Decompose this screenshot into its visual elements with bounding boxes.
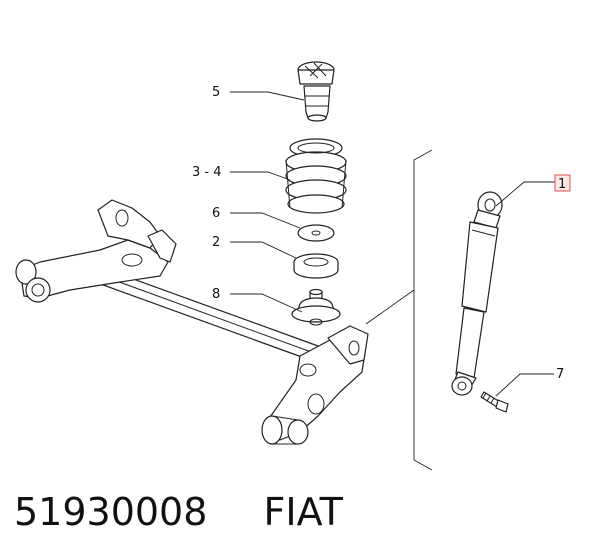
callout-3-4: 3 - 4 (192, 165, 222, 180)
callout-1: 1 (558, 177, 566, 192)
callout-5: 5 (212, 85, 220, 100)
coil-spring-part-3-4 (285, 138, 347, 214)
brand-name: FIAT (263, 490, 343, 534)
callout-7: 7 (556, 367, 564, 382)
leader-lines (230, 91, 556, 397)
callout-2: 2 (212, 235, 220, 250)
upper-mount-part-8 (291, 288, 341, 326)
callout-8: 8 (212, 287, 220, 302)
callout-1-highlight-box (554, 174, 571, 192)
bolt-part-7 (480, 391, 509, 413)
spring-pad-part-2 (293, 253, 339, 279)
spring-seat-part-6 (297, 224, 335, 242)
rear-axle-beam (15, 199, 369, 445)
group-bracket-line (365, 149, 433, 471)
shock-absorber-part-1 (451, 191, 503, 396)
bump-stop-part-5 (297, 61, 335, 122)
exploded-parts-diagram: 5 3 - 4 6 2 8 1 7 (15, 61, 571, 471)
part-caption: 51930008 FIAT (14, 490, 343, 546)
part-number: 51930008 (14, 490, 208, 534)
callout-6: 6 (212, 206, 220, 221)
